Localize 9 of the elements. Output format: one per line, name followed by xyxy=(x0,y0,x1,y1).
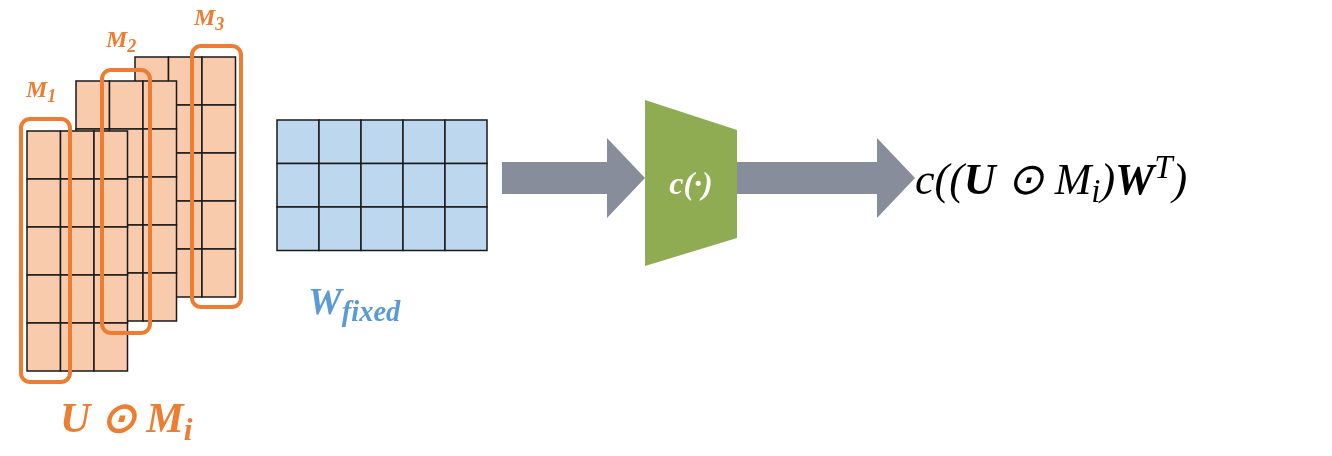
block-arrow xyxy=(737,138,915,218)
function-label: c(·) xyxy=(669,164,713,203)
matrix-label: U ⊙ M$_{i}$ xyxy=(60,394,193,446)
mask-label: M$_{1}$ xyxy=(26,75,57,106)
output-formula: c((U ⊙ M$_{i}$)W$^{T}$) xyxy=(915,150,1188,210)
mask-label: M$_{3}$ xyxy=(194,3,225,34)
block-arrow xyxy=(502,138,645,218)
matrix-label: W$_{fixed}$ xyxy=(308,279,401,327)
mask-label: M$_{2}$ xyxy=(106,25,137,56)
